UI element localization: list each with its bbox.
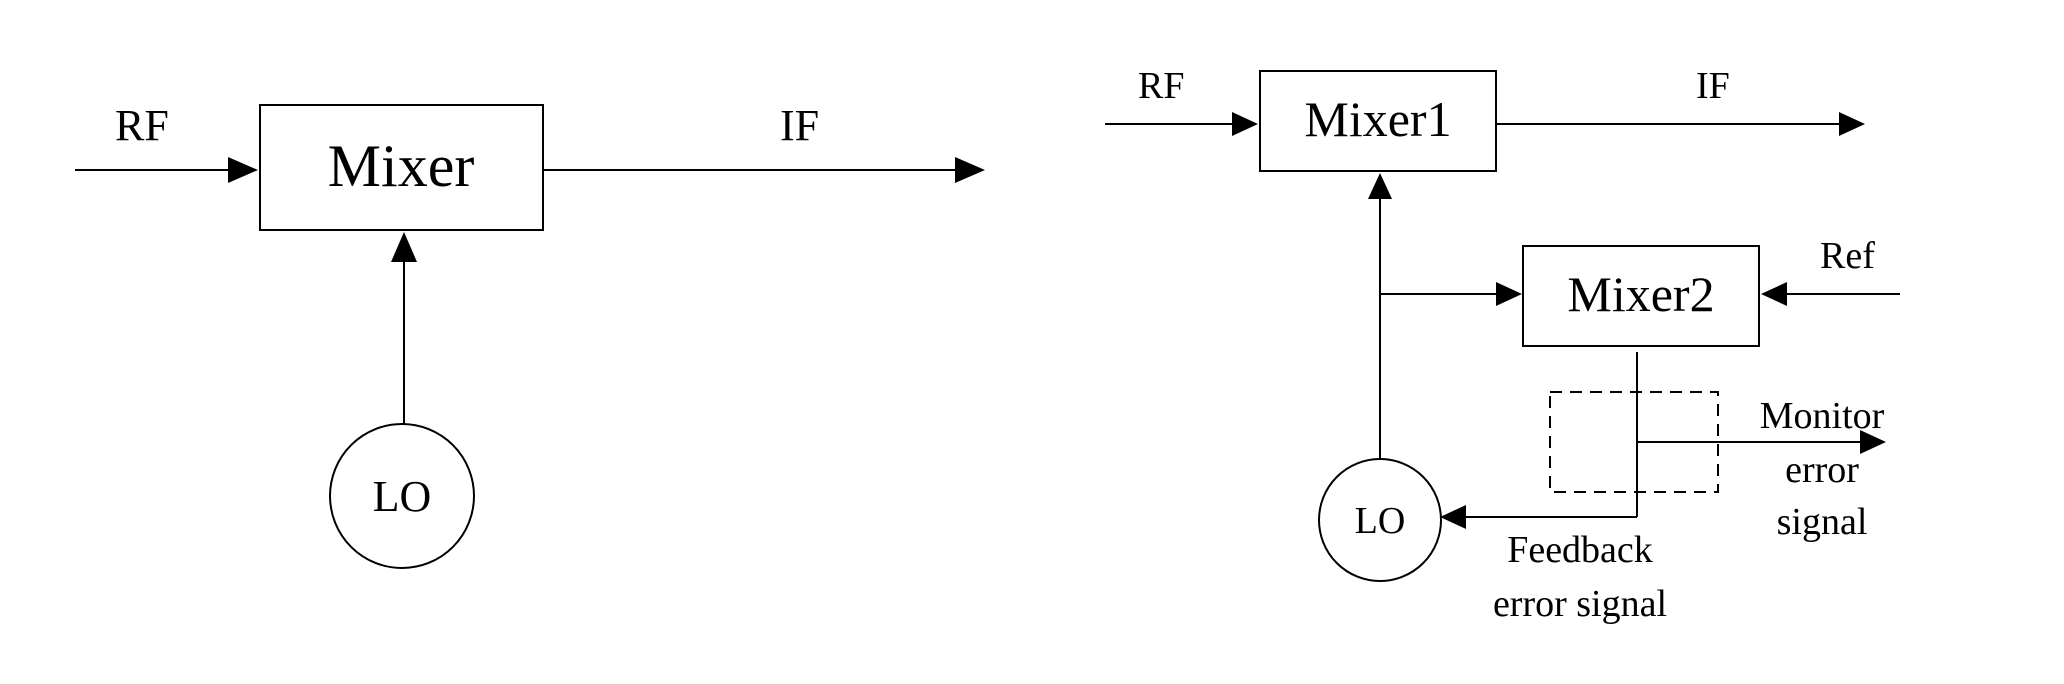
mixer-box (259, 104, 544, 231)
if-output-arrow (955, 157, 985, 183)
lo-circle (329, 423, 475, 569)
rf-input-arrow (228, 157, 258, 183)
if-label-2: IF (1696, 65, 1730, 107)
ref-input-arrow (1761, 282, 1787, 306)
rf-label-2: RF (1138, 65, 1184, 107)
monitor-label-line-1: Monitor (1760, 395, 1885, 437)
rf-label: RF (115, 101, 169, 150)
simple-mixer-diagram: RF Mixer IF LO (75, 101, 985, 569)
lo-to-mixer-arrow (391, 232, 417, 262)
mixer1-label: Mixer1 (1304, 91, 1451, 147)
ref-label: Ref (1820, 235, 1875, 277)
lo-label-2: LO (1355, 500, 1406, 542)
if-label: IF (780, 101, 819, 150)
feedback-label-line-1: Feedback (1507, 529, 1653, 571)
lo-to-mixer1-arrow (1368, 173, 1392, 199)
mixer-label: Mixer (328, 133, 475, 199)
mixer2-box (1522, 245, 1760, 347)
lo-label: LO (373, 472, 432, 521)
rf-input-arrow-2 (1232, 112, 1258, 136)
lo-circle-2 (1318, 458, 1442, 582)
feedback-mixer-diagram: RF Mixer1 IF Mixer2 Ref Monitor error si… (1105, 65, 1900, 625)
filter-dashed-box (1549, 391, 1719, 493)
lo-to-mixer2-arrow (1496, 282, 1522, 306)
mixer2-label: Mixer2 (1567, 266, 1714, 322)
feedback-label-line-2: error signal (1493, 583, 1667, 625)
if-output-arrow-2 (1839, 112, 1865, 136)
mixer1-box (1259, 70, 1497, 172)
monitor-label-line-2: error (1785, 449, 1859, 491)
feedback-arrow (1440, 505, 1466, 529)
monitor-label-line-3: signal (1777, 501, 1868, 543)
monitor-arrow (1860, 430, 1886, 454)
